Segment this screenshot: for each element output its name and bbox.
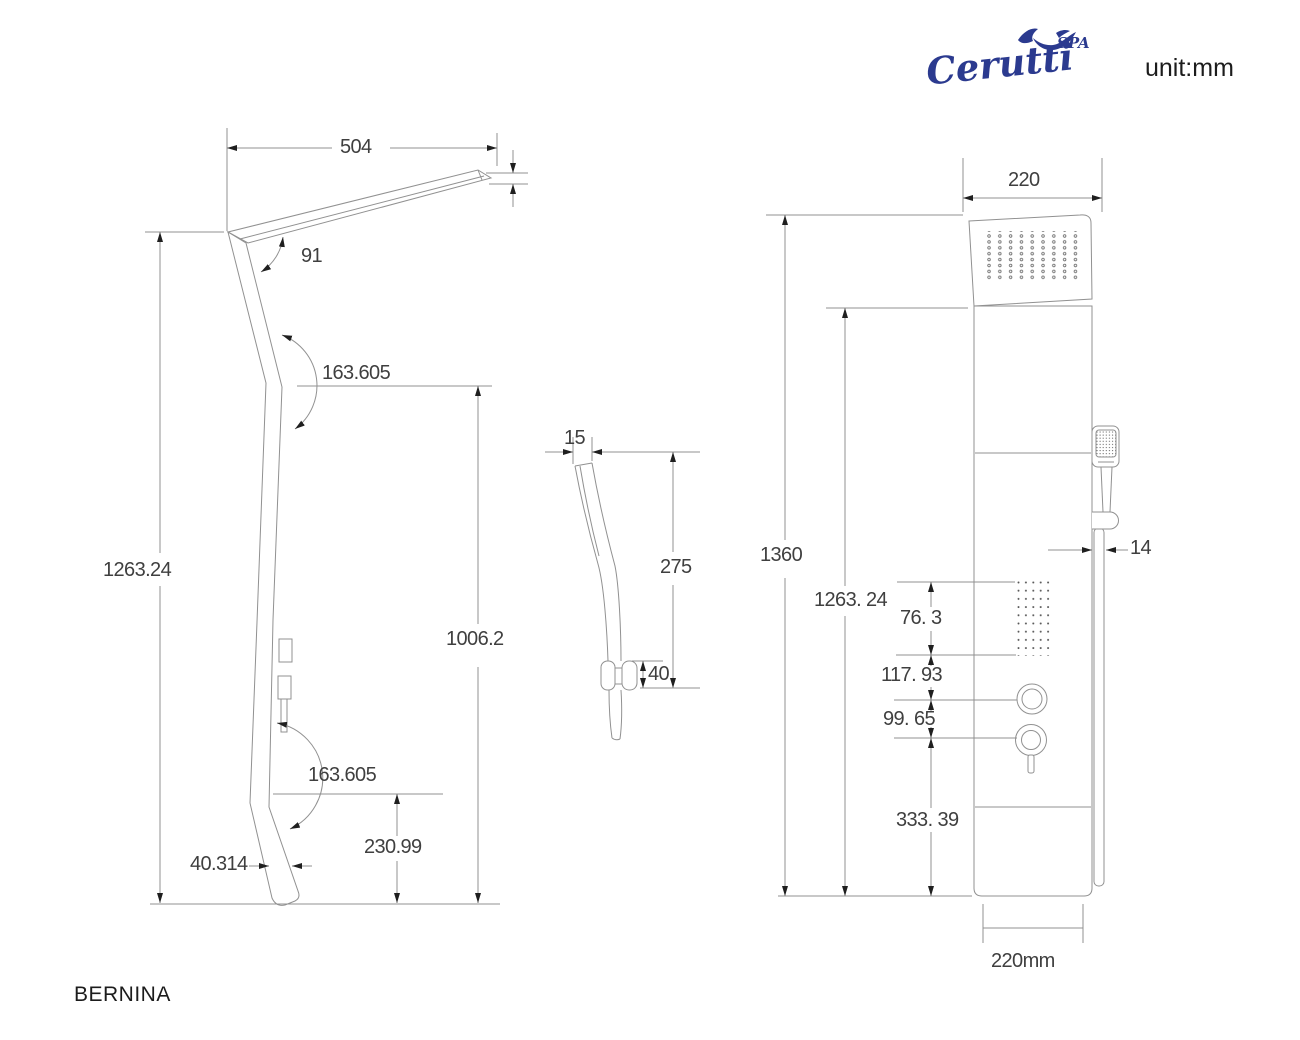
shower-hose: [1093, 527, 1105, 887]
mermaid-logo-icon: [1018, 28, 1076, 51]
dim-base-width: 220mm: [991, 950, 1055, 972]
dim-overall-height: 1360: [760, 544, 803, 566]
overhead-shower-profile: [226, 169, 493, 244]
hand-shower-dimensions: [545, 437, 700, 689]
dim-jet-to-diverter: 117. 93: [881, 664, 943, 686]
dim-hose-width: 14: [1130, 537, 1152, 559]
hand-shower-front: [1091, 425, 1120, 530]
dim-hand-length: 275: [660, 556, 692, 578]
dim-total-height-side: 1263.24: [103, 559, 172, 581]
dim-mixer-to-base: 333. 39: [896, 809, 959, 831]
model-name: BERNINA: [74, 983, 171, 1006]
mixer-knob: [1015, 724, 1047, 774]
body-jets: [1016, 579, 1054, 656]
diverter-knob: [1016, 683, 1048, 715]
dim-foot-rise: 230.99: [364, 836, 422, 858]
dim-bracket-height: 40: [648, 663, 670, 685]
dim-body-jet-field-height: 76. 3: [900, 607, 942, 629]
dim-upper-bend-angle: 163.605: [322, 362, 391, 384]
dim-foot-thickness: 40.314: [190, 853, 248, 875]
panel-profile: [227, 230, 300, 906]
dim-panel-height-front: 1263. 24: [814, 589, 888, 611]
dim-lower-section-height: 1006.2: [446, 628, 504, 650]
dim-diverter-to-mixer: 99. 65: [883, 708, 936, 730]
dim-lower-bend-angle: 163.605: [308, 764, 377, 786]
dim-panel-width: 220: [1008, 169, 1040, 191]
dim-head-width: 504: [340, 136, 372, 158]
side-view: [145, 128, 528, 906]
front-panel: [973, 305, 1093, 897]
mixer-valves-profile: [277, 638, 293, 733]
side-view-dimensions: [145, 128, 528, 905]
overhead-shower-front: [968, 214, 1093, 307]
dim-head-angle: 91: [301, 245, 323, 267]
front-view: [766, 158, 1128, 943]
front-view-dimensions: [766, 158, 1128, 943]
hand-shower-profile: [574, 462, 623, 741]
hand-shower-bracket-profile: [600, 660, 638, 691]
brand-suffix: SPA: [1057, 34, 1090, 52]
dim-hand-head-depth: 15: [564, 427, 586, 449]
hand-shower-side-view: [545, 437, 700, 741]
unit-label: unit:mm: [1145, 54, 1234, 82]
